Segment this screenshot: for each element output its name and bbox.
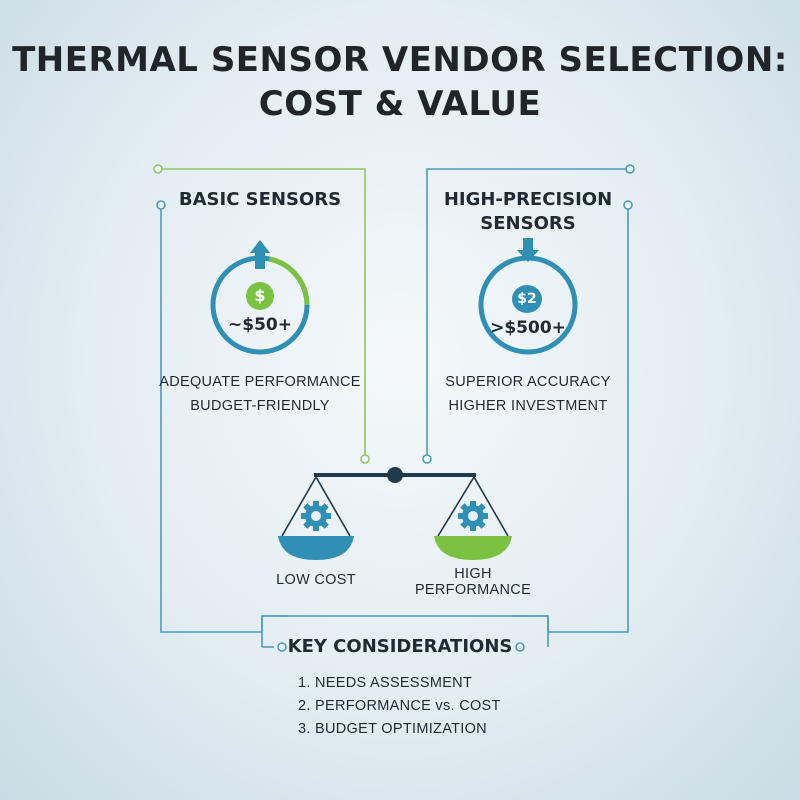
left-beam-dot [360, 454, 370, 464]
right-frame-line [548, 209, 629, 633]
list-item: 2. PERFORMANCE vs. COST [298, 698, 501, 714]
key-box-right [512, 615, 549, 632]
basic-description: ADEQUATE PERFORMANCE BUDGET-FRIENDLY [150, 370, 370, 418]
high-precision-price: >$500+ [490, 318, 566, 338]
key-considerations-list: 1. NEEDS ASSESSMENT 2. PERFORMANCE vs. C… [298, 672, 501, 741]
right-gear-icon [458, 501, 488, 531]
basic-desc-line-2: BUDGET-FRIENDLY [190, 398, 330, 414]
key-considerations-title: KEY CONSIDERATIONS [287, 636, 513, 657]
right-top-dot [625, 164, 635, 174]
high-precision-desc-line-2: HIGHER INVESTMENT [448, 398, 608, 414]
basic-price: ~$50+ [228, 315, 292, 335]
low-cost-label: LOW COST [276, 572, 356, 588]
right-beam-dot [422, 454, 432, 464]
page-title: THERMAL SENSOR VENDOR SELECTION: COST & … [0, 38, 800, 126]
left-blue-dot [156, 200, 166, 210]
high-performance-label: HIGH PERFORMANCE [414, 566, 532, 598]
left-gear-icon [301, 501, 331, 531]
key-right-dot [515, 642, 525, 652]
balance-scale [278, 467, 512, 560]
high-precision-description: SUPERIOR ACCURACY HIGHER INVESTMENT [418, 370, 638, 418]
basic-desc-line-1: ADEQUATE PERFORMANCE [159, 374, 361, 390]
title-line-1: THERMAL SENSOR VENDOR SELECTION: [12, 40, 788, 80]
left-scale-pan [278, 536, 354, 560]
scale-pivot [387, 467, 403, 483]
up-arrow-icon [250, 240, 270, 269]
high-precision-heading-line-1: HIGH-PRECISION [443, 189, 613, 210]
right-connector-line [426, 168, 629, 455]
high-precision-heading: HIGH-PRECISION SENSORS [428, 188, 628, 236]
key-left-dot [277, 642, 287, 652]
left-green-dot [153, 164, 163, 174]
dollar-coin-icon: $ [246, 282, 274, 310]
right-blue-dot [623, 200, 633, 210]
right-scale-pan [434, 536, 512, 560]
high-precision-desc-line-1: SUPERIOR ACCURACY [445, 374, 611, 390]
title-line-2: COST & VALUE [258, 84, 542, 124]
down-arrow-icon [517, 238, 539, 262]
dollar-coin-icon-right: $2 [512, 285, 542, 313]
basic-sensors-heading: BASIC SENSORS [178, 189, 342, 210]
left-connector-line [162, 168, 366, 455]
list-item: 3. BUDGET OPTIMIZATION [298, 721, 487, 737]
list-item: 1. NEEDS ASSESSMENT [298, 675, 473, 691]
high-precision-heading-line-2: SENSORS [480, 213, 576, 234]
